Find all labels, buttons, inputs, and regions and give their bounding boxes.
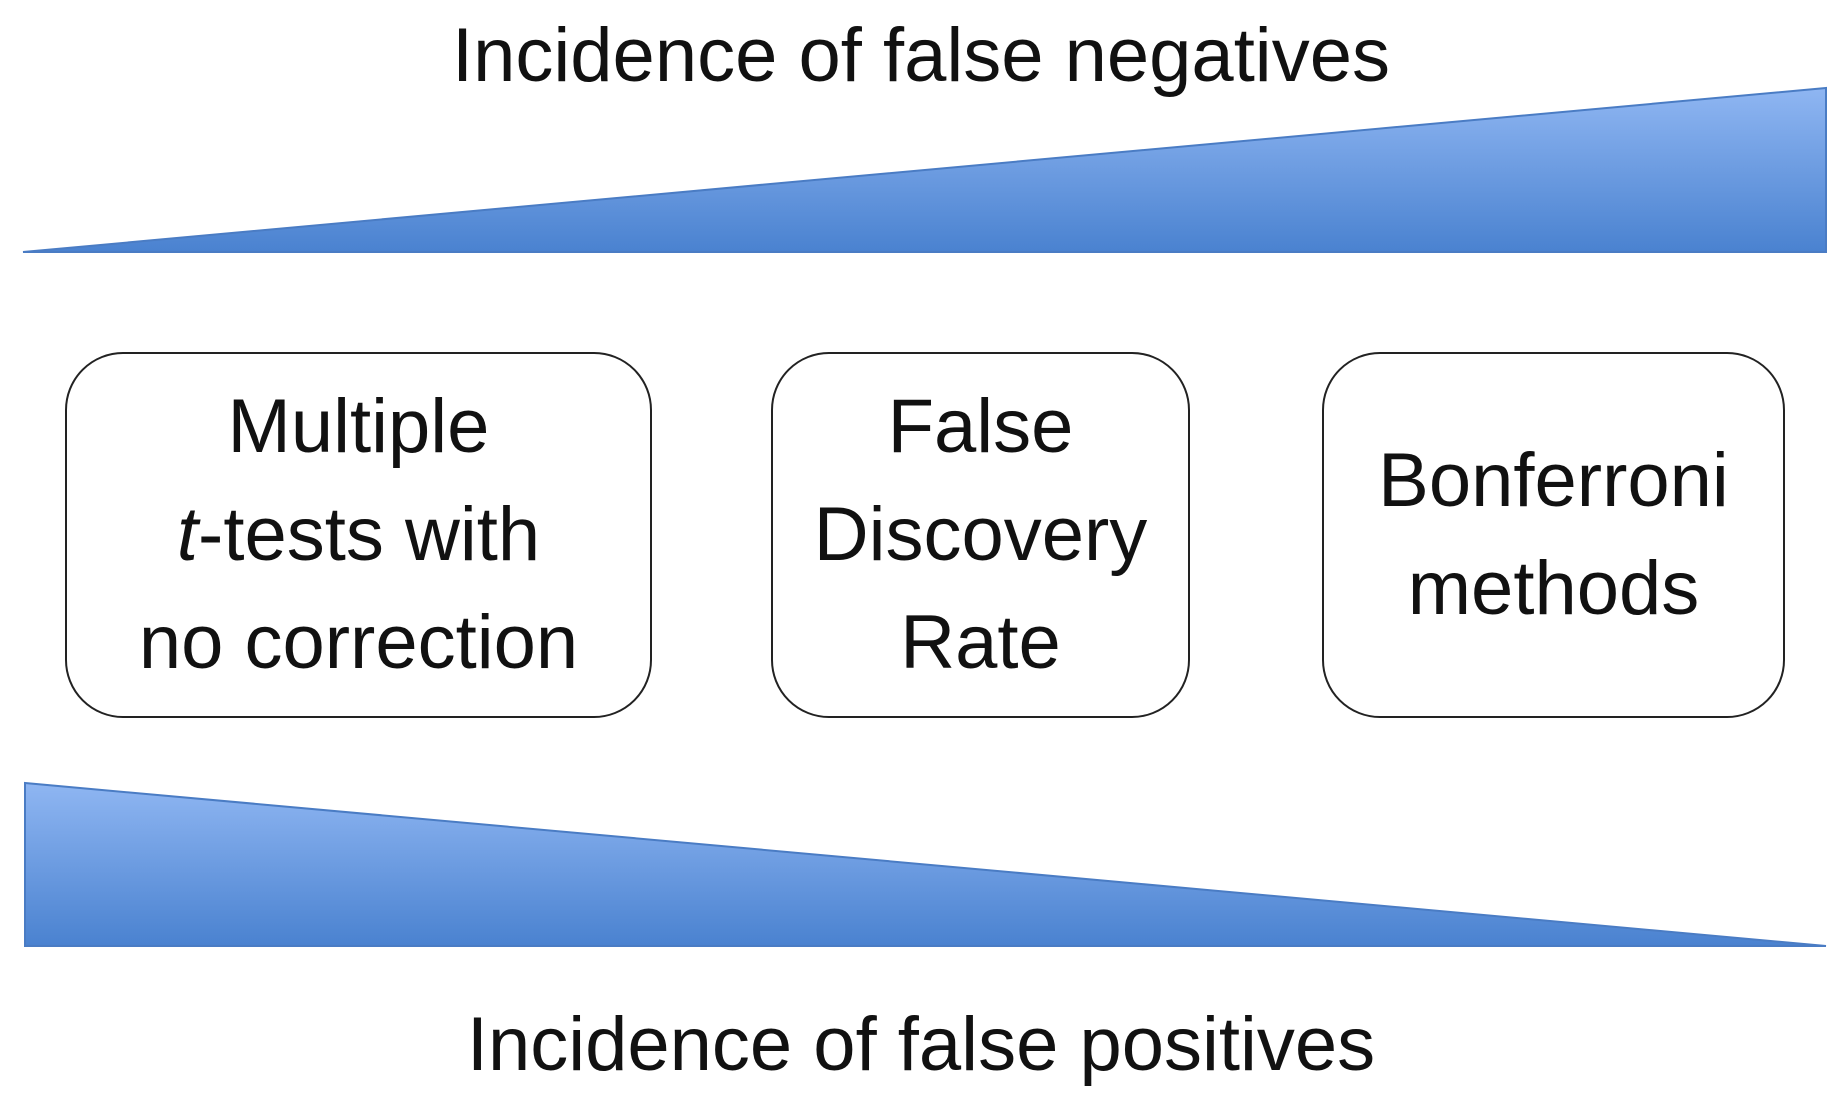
false-positives-label: Incidence of false positives <box>466 1002 1376 1087</box>
method-box-line: Discovery <box>813 492 1148 577</box>
false-negatives-wedge <box>22 86 1827 253</box>
false-positives-wedge <box>24 781 1827 947</box>
method-box-line: Bonferroni <box>1378 438 1729 523</box>
method-box-false-discovery-rate: False Discovery Rate <box>771 352 1190 718</box>
false-negatives-label: Incidence of false negatives <box>452 13 1390 98</box>
method-box-line: methods <box>1407 546 1700 631</box>
method-box-line: no correction <box>138 600 579 685</box>
method-box-line: False <box>887 384 1074 469</box>
method-box-line: Multiple <box>227 384 490 469</box>
method-box-line: Rate <box>900 600 1061 685</box>
method-box-line: t-tests with <box>176 492 541 577</box>
method-box-no-correction: Multiple t-tests with no correction <box>65 352 652 718</box>
method-box-bonferroni: Bonferroni methods <box>1322 352 1785 718</box>
